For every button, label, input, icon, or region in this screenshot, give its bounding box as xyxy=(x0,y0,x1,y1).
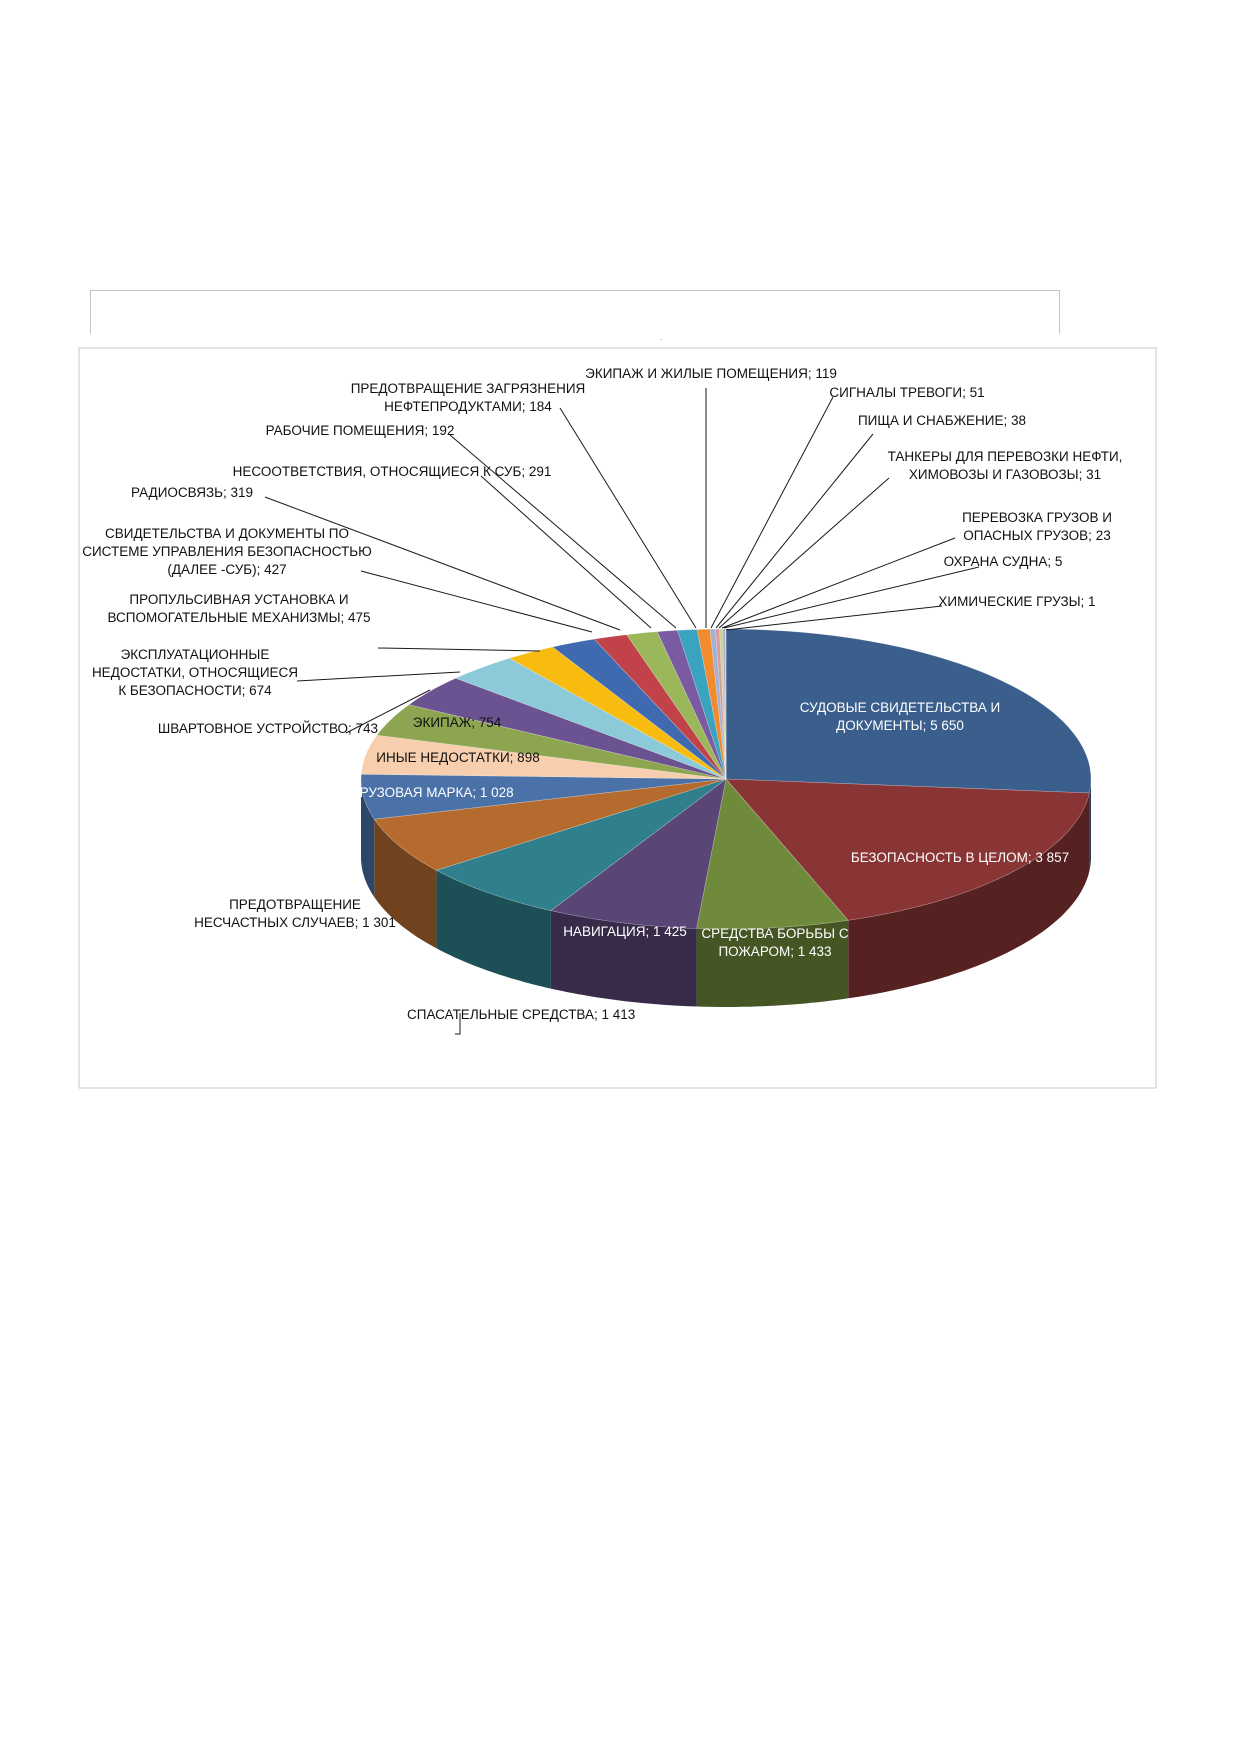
pie-slice-грузовая-марка xyxy=(360,773,727,820)
data-label-иные-недостатки: ИНЫЕ НЕДОСТАТКИ; 898 xyxy=(376,750,539,765)
leader-line-пища-и-снабжение xyxy=(715,433,874,629)
pie-slice-безопасность-в-целом xyxy=(725,778,1090,921)
pie-side-безопасность-в-целом xyxy=(848,793,1090,999)
pie-slice-судовые-свидетельства-и-документы xyxy=(725,628,1092,794)
pie-side-навигация xyxy=(550,910,697,1007)
leader-line-перевозка-грузов-и-опасных-грузов xyxy=(721,537,956,629)
pie-slice-средства-борьбы-с-пожаром xyxy=(696,778,849,930)
leader-line-пропульсивная-установка-и-вспомогательные-механизмы xyxy=(377,647,541,652)
data-label-навигация: НАВИГАЦИЯ; 1 425 xyxy=(563,924,687,939)
data-label-охрана-судна: ОХРАНА СУДНА; 5 xyxy=(944,554,1063,569)
leader-line-несоответствия-относящиеся-к-суб xyxy=(480,475,652,629)
pie-side-средства-борьбы-с-пожаром xyxy=(696,920,849,1007)
leader-line-свидетельства-и-документы-по-системе-управления-безопасностью-далее-суб xyxy=(360,570,593,633)
data-label-химические-грузы: ХИМИЧЕСКИЕ ГРУЗЫ; 1 xyxy=(938,594,1095,609)
data-label-рабочие-помещения: РАБОЧИЕ ПОМЕЩЕНИЯ; 192 xyxy=(266,423,455,438)
leader-line-сигналы-тревоги xyxy=(710,396,834,629)
page-frame xyxy=(90,290,1060,334)
pie-slice-швартовное-устройство xyxy=(408,677,727,780)
data-label-экипаж-и-жилые-помещения: ЭКИПАЖ И ЖИЛЫЕ ПОМЕЩЕНИЯ; 119 xyxy=(585,366,837,381)
pie-slice-иные-недостатки xyxy=(360,734,727,780)
pie-side-судовые-свидетельства-и-документы xyxy=(1089,779,1091,871)
pie-slice-пропульсивная-установка-и-вспомогательные-механизмы xyxy=(508,646,727,780)
pie-side-предотвращение-несчастных-случаев xyxy=(374,819,437,949)
data-label-спасательные-средства: СПАСАТЕЛЬНЫЕ СРЕДСТВА; 1 413 xyxy=(407,1007,635,1022)
pie-slice-спасательные-средства xyxy=(435,778,727,911)
data-label-швартовное-устройство: ШВАРТОВНОЕ УСТРОЙСТВО; 743 xyxy=(158,721,378,736)
leader-line-химические-грузы xyxy=(725,605,943,631)
leader-line-радиосвязь xyxy=(264,496,621,631)
data-label-безопасность-в-целом: БЕЗОПАСНОСТЬ В ЦЕЛОМ; 3 857 xyxy=(851,850,1069,865)
leader-line-предотвращение-загрязнения-нефтепродуктами xyxy=(559,407,697,629)
data-label-танкеры-для-перевозки-нефти-химовозы-и-газовозы: ТАНКЕРЫ ДЛЯ ПЕРЕВОЗКИ НЕФТИ,ХИМОВОЗЫ И Г… xyxy=(888,449,1123,482)
pie-slice-экипаж xyxy=(376,704,727,780)
leader-line-охрана-судна xyxy=(723,566,980,629)
data-label-сигналы-тревоги: СИГНАЛЫ ТРЕВОГИ; 51 xyxy=(829,385,984,400)
data-label-радиосвязь: РАДИОСВЯЗЬ; 319 xyxy=(131,485,253,500)
leader-line-эксплуатационные-недостатки-относящиеся-к-безопасности xyxy=(296,671,461,682)
leader-line-швартовное-устройство xyxy=(345,689,431,734)
data-label-экипаж: ЭКИПАЖ; 754 xyxy=(413,715,502,730)
pie-slice-предотвращение-несчастных-случаев xyxy=(373,778,727,871)
data-label-пища-и-снабжение: ПИЩА И СНАБЖЕНИЕ; 38 xyxy=(858,413,1026,428)
pie-side-спасательные-средства xyxy=(436,870,551,989)
page-mark: . xyxy=(660,333,663,342)
data-label-грузовая-марка: ГРУЗОВАЯ МАРКА; 1 028 xyxy=(352,785,513,800)
pie-slice-эксплуатационные-недостатки-относящиеся-к-безопасности xyxy=(455,657,727,780)
leader-line-рабочие-помещения xyxy=(449,434,677,629)
pie-slice-свидетельства-и-документы-по-системе-управления-безопасностью-далее-суб xyxy=(551,638,727,780)
leader-line-спасательные-средства xyxy=(455,1013,461,1035)
pie-side-грузовая-марка xyxy=(361,779,375,898)
pie-slice-навигация xyxy=(550,778,727,929)
leader-line-танкеры-для-перевозки-нефти-химовозы-и-газовозы xyxy=(718,477,890,629)
data-label-несоответствия-относящиеся-к-суб: НЕСООТВЕТСТВИЯ, ОТНОСЯЩИЕСЯ К СУБ; 291 xyxy=(233,464,552,479)
